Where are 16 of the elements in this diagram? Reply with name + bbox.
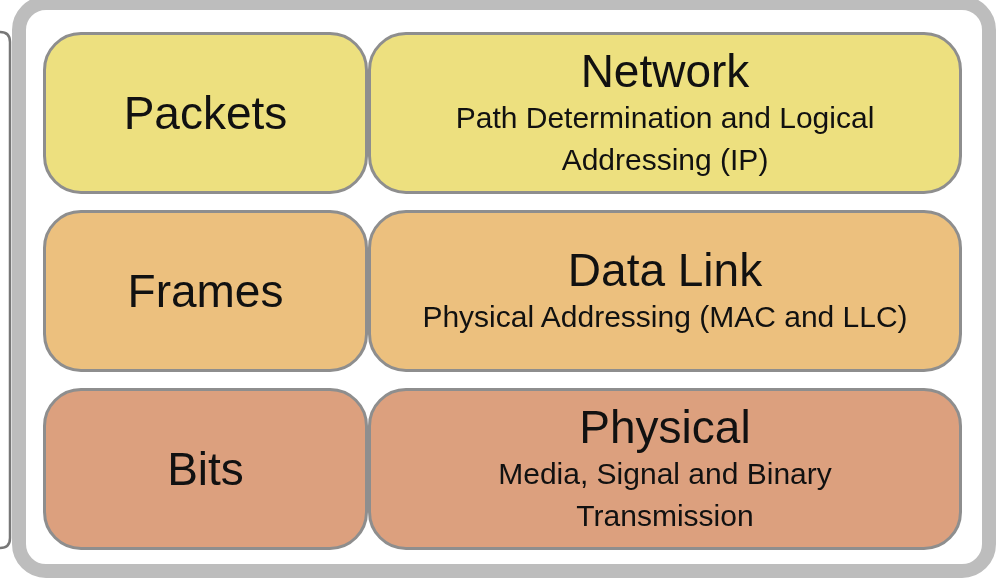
data-unit-label: Frames <box>127 265 284 317</box>
data-unit-box <box>43 388 368 550</box>
layer-title: Data Link <box>567 244 763 296</box>
frame-box <box>12 0 996 578</box>
data-unit-box <box>43 32 368 194</box>
data-unit-label: Bits <box>167 443 244 495</box>
layer-box <box>368 32 962 194</box>
data-unit-box <box>43 210 368 372</box>
layer-description: Path Determination and Logical Addressing (IP) <box>454 100 876 178</box>
layer-description: Media, Signal and Binary Transmission <box>497 456 833 534</box>
layer-box <box>368 210 962 372</box>
layer-description: Physical Addressing (MAC and LLC) <box>421 299 909 335</box>
layer-title: Network <box>580 45 750 97</box>
data-unit-label: Packets <box>123 87 288 139</box>
layer-box <box>368 388 962 550</box>
layer-title: Physical <box>579 401 751 453</box>
